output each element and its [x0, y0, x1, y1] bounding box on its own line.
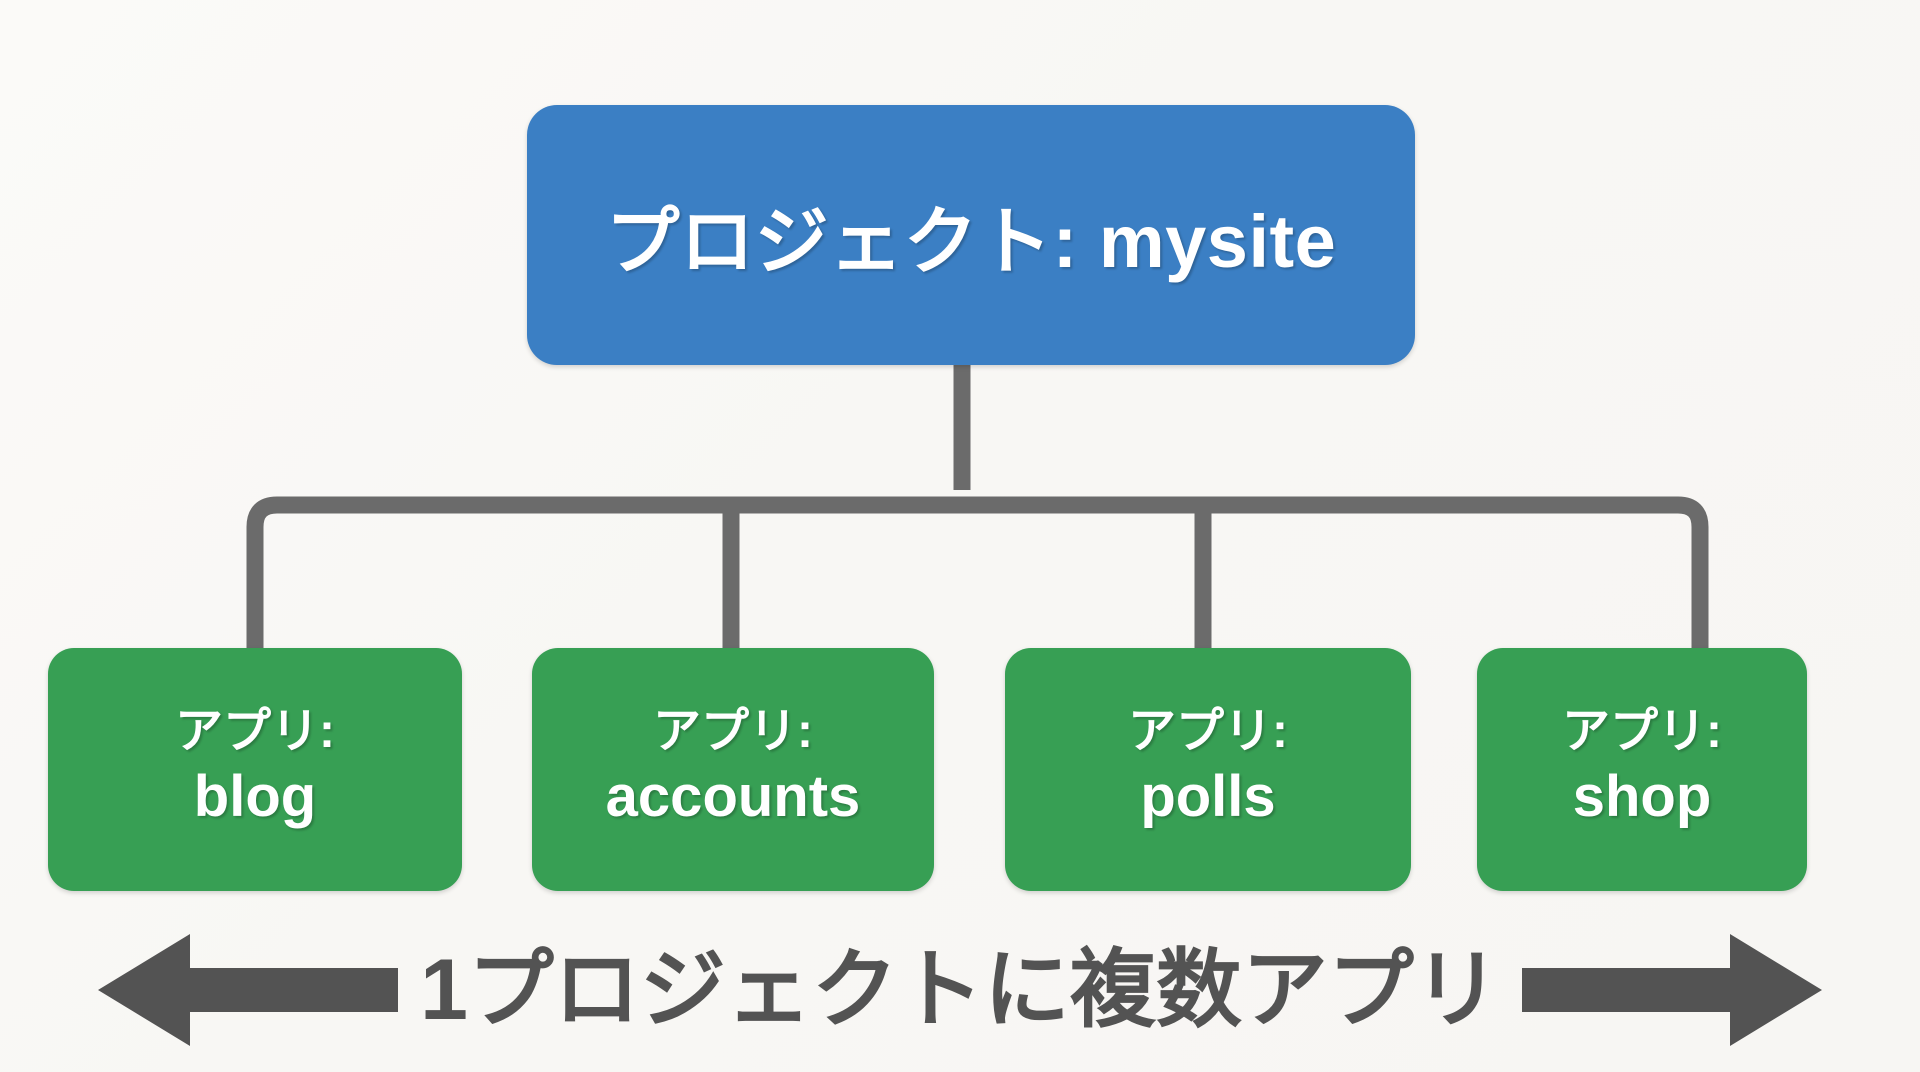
app-node-name: shop: [1572, 763, 1712, 829]
arrow-left-icon: [98, 934, 399, 1046]
project-node-label: プロジェクト: mysite: [605, 199, 1337, 283]
caption-row: 1プロジェクトに複数アプリ: [0, 930, 1920, 1050]
app-node-name: accounts: [605, 763, 861, 829]
app-node-name: blog: [193, 763, 317, 829]
arrow-right-icon: [1521, 934, 1822, 1046]
app-node-prefix: アプリ:: [1128, 704, 1288, 758]
app-node-polls[interactable]: アプリ: polls: [1005, 648, 1411, 891]
caption-label: 1プロジェクトに複数アプリ: [420, 942, 1500, 1038]
app-node-prefix: アプリ:: [1562, 704, 1722, 758]
app-node-blog[interactable]: アプリ: blog: [48, 648, 462, 891]
app-node-prefix: アプリ:: [653, 704, 813, 758]
bus-line: [246, 496, 1709, 650]
app-node-name: polls: [1140, 763, 1276, 829]
app-node-prefix: アプリ:: [175, 704, 335, 758]
app-node-accounts[interactable]: アプリ: accounts: [532, 648, 934, 891]
app-node-shop[interactable]: アプリ: shop: [1477, 648, 1807, 891]
project-node[interactable]: プロジェクト: mysite: [527, 105, 1415, 365]
